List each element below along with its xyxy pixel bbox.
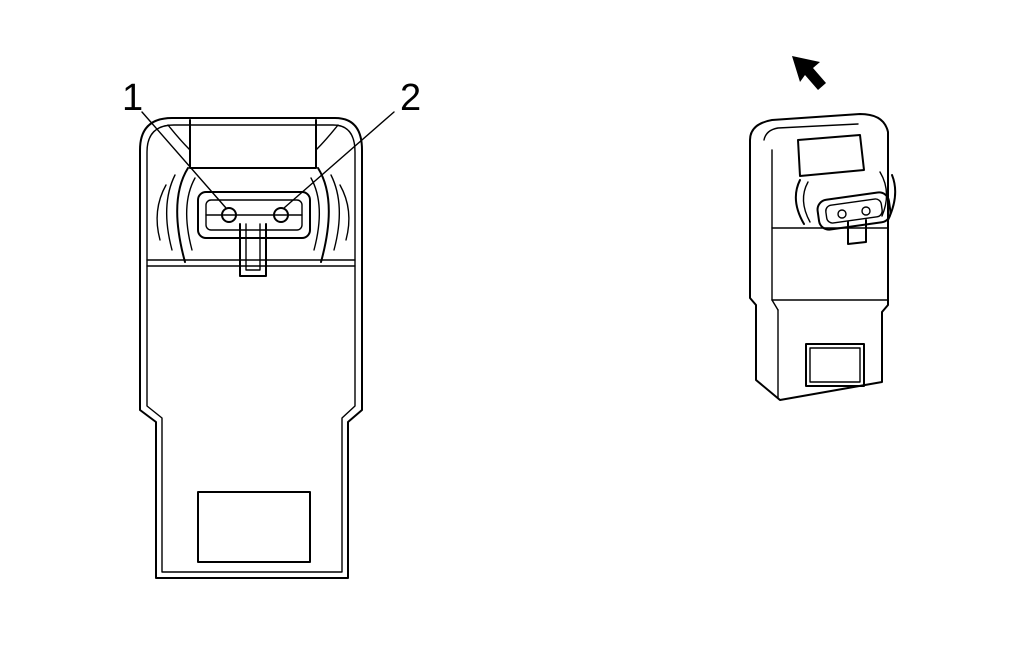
- center-lock-tab: [239, 223, 267, 277]
- iso-label-window: [805, 343, 865, 387]
- terminal-housing: [197, 191, 311, 239]
- terminal-pin-2: [273, 207, 289, 223]
- leader-line-1: [141, 111, 227, 209]
- iso-lock-tab: [847, 219, 867, 245]
- iso-terminal-housing: [816, 191, 892, 231]
- callout-1: 1: [122, 77, 143, 119]
- terminal-pin-1: [221, 207, 237, 223]
- connector-isometric-view: [749, 56, 897, 401]
- connector-body-inner-outline: [146, 124, 356, 573]
- connector-body-outline: [139, 117, 363, 579]
- arrow-up-left-icon: [792, 56, 826, 90]
- connector-front-view: 1 2: [122, 77, 421, 579]
- latch-arm-left: [176, 167, 189, 263]
- iso-body-outline: [749, 113, 889, 401]
- top-cavity: [189, 119, 317, 169]
- iso-top-cavity: [797, 134, 865, 177]
- leader-line-2: [283, 111, 395, 209]
- callout-2: 2: [400, 77, 421, 119]
- label-window: [197, 491, 311, 563]
